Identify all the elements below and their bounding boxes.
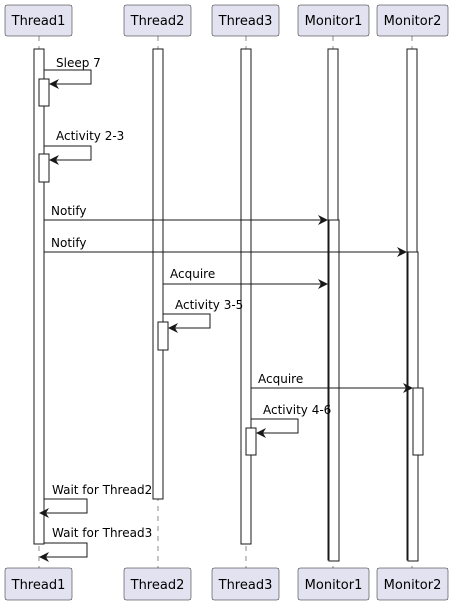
message-notify-monitor1: Notify <box>44 204 328 225</box>
activation-thread3-main <box>240 48 252 545</box>
self-arrow <box>251 418 299 438</box>
participant-thread2-bottom[interactable]: Thread2 <box>123 567 192 601</box>
activation-thread2-main <box>152 48 164 500</box>
participant-label: Monitor2 <box>384 578 442 593</box>
participant-thread2-top[interactable]: Thread2 <box>123 4 192 37</box>
activation-thread3-activity <box>245 427 257 456</box>
message-sleep: Sleep 7 <box>44 56 101 89</box>
participant-thread3-bottom[interactable]: Thread3 <box>211 567 280 601</box>
message-wait-thread3: Wait for Thread3 <box>39 526 152 562</box>
participant-label: Thread2 <box>130 578 185 593</box>
participant-thread1-bottom[interactable]: Thread1 <box>4 567 73 601</box>
activation-monitor1-notify <box>328 219 340 562</box>
message-notify-monitor2: Notify <box>44 236 407 257</box>
self-arrow <box>39 498 88 518</box>
message-label: Wait for Thread3 <box>52 526 152 540</box>
participant-monitor2-top[interactable]: Monitor2 <box>376 4 449 37</box>
message-acquire-monitor2: Acquire <box>251 372 413 393</box>
message-label: Wait for Thread2 <box>52 483 152 497</box>
message-acquire-monitor1: Acquire <box>163 267 328 289</box>
participant-label: Thread2 <box>130 14 185 29</box>
self-arrow <box>163 313 211 333</box>
activation-thread1-activity <box>38 153 50 183</box>
message-activity-4-6: Activity 4-6 <box>251 403 331 438</box>
participant-label: Monitor1 <box>305 578 363 593</box>
activation-thread1-sleep <box>38 78 50 107</box>
message-label: Acquire <box>258 372 303 386</box>
participant-monitor1-bottom[interactable]: Monitor1 <box>297 567 370 601</box>
participant-label: Thread1 <box>11 14 66 29</box>
participant-monitor2-bottom[interactable]: Monitor2 <box>376 567 449 601</box>
participant-thread1-top[interactable]: Thread1 <box>4 4 73 37</box>
participants-top: Thread1 Thread2 Thread3 Monitor1 Monitor… <box>4 4 449 37</box>
message-wait-thread2: Wait for Thread2 <box>39 483 152 518</box>
participant-thread3-top[interactable]: Thread3 <box>211 4 280 37</box>
self-arrow <box>44 145 92 165</box>
message-label: Sleep 7 <box>56 56 101 70</box>
activation-thread2-activity <box>157 321 169 351</box>
participant-label: Thread1 <box>11 578 66 593</box>
participant-monitor1-top[interactable]: Monitor1 <box>297 4 370 37</box>
message-label: Acquire <box>170 267 215 281</box>
self-arrow <box>44 69 92 89</box>
message-activity-2-3: Activity 2-3 <box>44 129 124 165</box>
message-label: Activity 2-3 <box>56 129 124 143</box>
message-label: Notify <box>51 236 86 250</box>
participant-label: Monitor2 <box>384 14 442 29</box>
messages: Sleep 7 Activity 2-3 Notify Notify Acqui… <box>39 56 413 562</box>
activation-thread1-main <box>33 48 45 545</box>
activation-bars <box>33 48 424 562</box>
activation-monitor2-acquire <box>412 387 424 456</box>
self-arrow <box>39 542 88 562</box>
message-label: Activity 3-5 <box>175 298 243 312</box>
participants-bottom: Thread1 Thread2 Thread3 Monitor1 Monitor… <box>4 567 449 601</box>
participant-label: Monitor1 <box>305 14 363 29</box>
participant-label: Thread3 <box>218 578 273 593</box>
message-label: Activity 4-6 <box>263 403 331 417</box>
message-activity-3-5: Activity 3-5 <box>163 298 243 333</box>
participant-label: Thread3 <box>218 14 273 29</box>
message-label: Notify <box>51 204 86 218</box>
